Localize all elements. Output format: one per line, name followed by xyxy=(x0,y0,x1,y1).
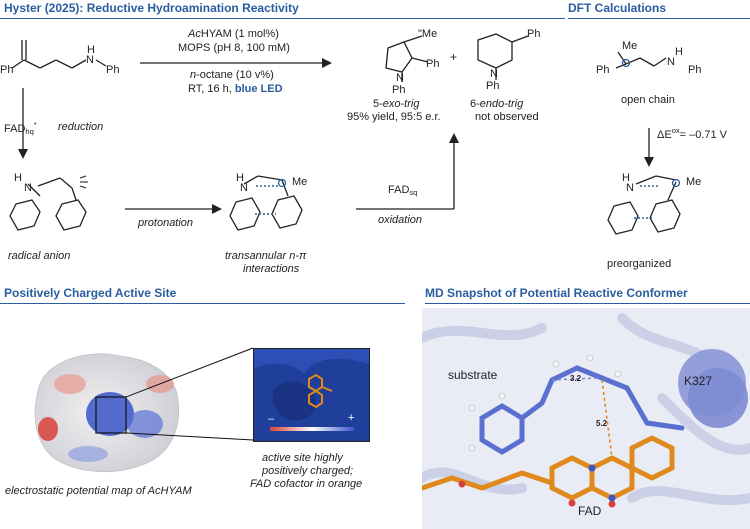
product1-name: 5-exo-trig xyxy=(373,98,420,110)
po-me: Me xyxy=(686,176,702,188)
hyster-title: Hyster (2025): Reductive Hydroamination … xyxy=(4,1,299,15)
distance-3-2: 3.2 xyxy=(570,374,582,383)
radical-anion-label: radical anion xyxy=(8,250,71,262)
reduction-label: reduction xyxy=(58,121,104,133)
fad-sq-label: FADsq xyxy=(388,184,418,197)
open-chain-structure xyxy=(615,51,667,69)
p1-n: N xyxy=(396,72,404,84)
po-h: H xyxy=(622,172,630,184)
md-snapshot: substrate K327 FAD 3.2 5.2 xyxy=(422,308,750,529)
delta-e-label: ΔEox= –0.71 V xyxy=(657,126,728,141)
preorganized-label: preorganized xyxy=(607,258,672,270)
ta-n: N xyxy=(240,182,248,194)
active-site-rule xyxy=(0,303,405,304)
ta-me: Me xyxy=(292,176,308,188)
protonation-label: protonation xyxy=(138,217,194,229)
sm-ph-right: Ph xyxy=(106,64,120,76)
piperidine-structure xyxy=(477,33,529,80)
sm-h: H xyxy=(87,44,95,56)
starting-material-structure xyxy=(11,40,107,69)
active-site-title: Positively Charged Active Site xyxy=(4,286,177,300)
md-title: MD Snapshot of Potential Reactive Confor… xyxy=(425,286,688,300)
p2-ph: Ph xyxy=(527,28,541,40)
cond-line3: n-octane (10 v%) xyxy=(190,69,274,81)
oc-h: H xyxy=(675,46,683,58)
active-site-inset: – + xyxy=(253,348,370,442)
transannular-line1: transannular n-π xyxy=(225,250,307,262)
scale-minus: – xyxy=(268,413,275,425)
sm-n: N xyxy=(86,54,94,66)
ra-n: N xyxy=(24,182,32,194)
p1-me: "Me xyxy=(418,28,438,40)
p1-ph: Ph xyxy=(426,58,440,70)
open-chain-label: open chain xyxy=(621,94,675,106)
p2-n: N xyxy=(490,68,498,80)
sm-ph-left: Ph xyxy=(0,64,14,76)
oc-n: N xyxy=(667,56,675,68)
electrostatic-map xyxy=(34,347,254,473)
dft-title: DFT Calculations xyxy=(568,1,667,15)
ra-h: H xyxy=(14,172,22,184)
oc-ph-left: Ph xyxy=(596,64,610,76)
ta-h: H xyxy=(236,172,244,184)
oc-me: Me xyxy=(622,40,638,52)
substrate-label: substrate xyxy=(448,368,498,382)
dft-rule xyxy=(568,18,750,19)
scale-plus: + xyxy=(348,412,355,424)
inset-caption-1: active site highly xyxy=(262,452,343,464)
transannular-line2: interactions xyxy=(243,263,300,275)
fad-hq-label: FADhq* xyxy=(4,120,37,136)
p2-nph: Ph xyxy=(486,80,500,92)
map-caption: electrostatic potential map of AcHYAM xyxy=(5,485,192,497)
oxidation-label: oxidation xyxy=(378,214,423,226)
cond-line2: MOPS (pH 8, 100 mM) xyxy=(178,42,290,54)
oc-ph-right: Ph xyxy=(688,64,702,76)
scheme-drawing xyxy=(9,33,681,235)
product2-status: not observed xyxy=(475,111,539,123)
product1-yield: 95% yield, 95:5 e.r. xyxy=(347,111,441,123)
distance-5-2: 5.2 xyxy=(596,419,608,428)
fad-label: FAD xyxy=(578,504,602,518)
hyster-rule xyxy=(0,18,565,19)
inset-caption-2: positively charged; xyxy=(262,465,354,477)
inset-caption-3: FAD cofactor in orange xyxy=(250,478,363,490)
pyrrolidine-structure xyxy=(385,35,429,82)
cond-line1: AcHYAM (1 mol%) xyxy=(188,28,279,40)
k327-label: K327 xyxy=(684,374,713,388)
md-rule xyxy=(425,303,750,304)
plus-sign: + xyxy=(450,50,458,64)
product2-name: 6-endo-trig xyxy=(470,98,524,110)
preorganized-structure xyxy=(607,175,681,235)
p1-nph: Ph xyxy=(392,84,406,96)
radical-anion-structure xyxy=(9,177,87,231)
cond-line4: RT, 16 h, blue LED xyxy=(188,83,283,95)
po-n: N xyxy=(626,182,634,194)
